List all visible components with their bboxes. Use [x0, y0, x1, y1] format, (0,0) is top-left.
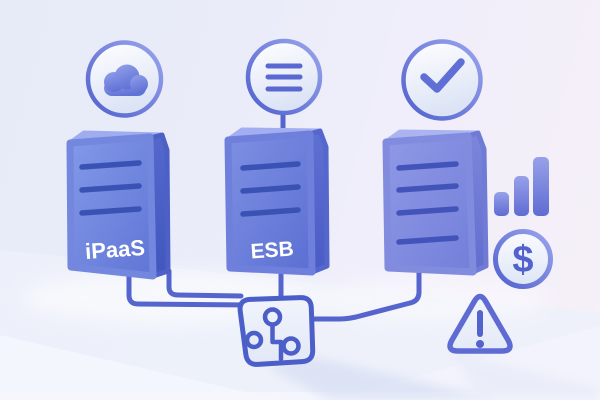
- triangle-shadow: [450, 350, 600, 400]
- connector-third-box: [311, 265, 422, 322]
- hub-node: [237, 295, 316, 367]
- server-box-third: [382, 129, 489, 276]
- esb-label: ESB: [250, 238, 295, 264]
- badge-cloud: [85, 40, 164, 118]
- floor-highlight-left: [0, 335, 280, 400]
- box-front-face: [382, 132, 477, 276]
- box-stripes: [79, 160, 142, 216]
- server-box-esb: ESB: [224, 127, 330, 276]
- check-icon: [420, 58, 465, 93]
- connector-ipaas-lower: [126, 265, 253, 308]
- server-box-ipaas: iPaaS: [66, 130, 171, 280]
- warning-icon: [447, 293, 513, 354]
- coin-circle: [493, 229, 553, 289]
- hub-shadow: [268, 355, 500, 400]
- bar-chart-icon: [494, 157, 549, 216]
- cloud-icon: [104, 64, 148, 96]
- hub-panel: [237, 295, 316, 367]
- circuit-hub-icon: [244, 307, 301, 362]
- dollar-symbol: $: [512, 239, 533, 281]
- exclamation-dot: [476, 340, 484, 348]
- badge-list: [245, 38, 323, 116]
- dollar-coin-icon: $: [493, 229, 553, 289]
- ipaas-label: iPaaS: [84, 235, 146, 264]
- box-stripes: [240, 161, 301, 217]
- badge-check: [401, 39, 483, 121]
- list-icon: [265, 63, 303, 92]
- box-stripes: [396, 161, 459, 245]
- box-front-face: [66, 133, 157, 280]
- connector-ipaas-upper: [166, 268, 244, 299]
- floor-bottom-strip: [0, 392, 600, 400]
